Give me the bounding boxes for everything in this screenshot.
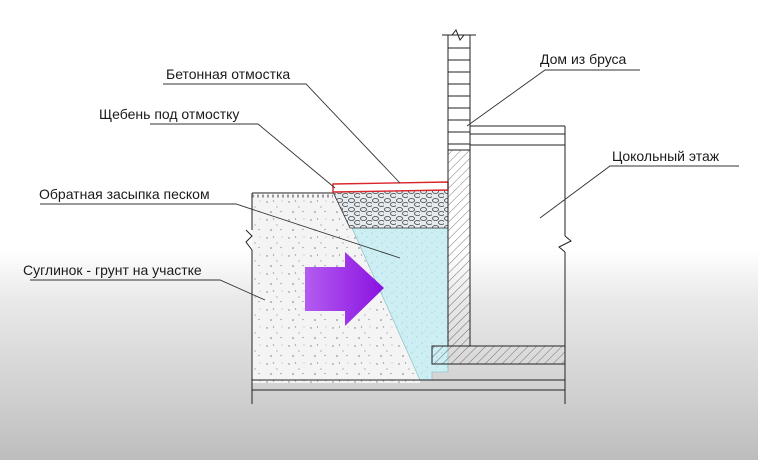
label-sand-backfill: Обратная засыпка песком: [39, 186, 210, 202]
foundation-footing: [431, 345, 566, 365]
concrete-blind-area: [332, 181, 449, 193]
crushed-stone-layer: [332, 189, 449, 229]
label-crushed-stone: Щебень под отмостку: [99, 106, 239, 122]
label-loam-soil: Суглинок - грунт на участке: [23, 262, 202, 278]
label-timber-house: Дом из бруса: [540, 51, 627, 67]
timber-wall: [442, 29, 476, 151]
label-concrete-blind-area: Бетонная отмостка: [166, 66, 290, 82]
leader-lines: [30, 69, 739, 301]
foundation-wall: [447, 149, 471, 347]
arrow-right-icon: [305, 252, 384, 326]
label-basement-floor: Цокольный этаж: [612, 148, 720, 164]
